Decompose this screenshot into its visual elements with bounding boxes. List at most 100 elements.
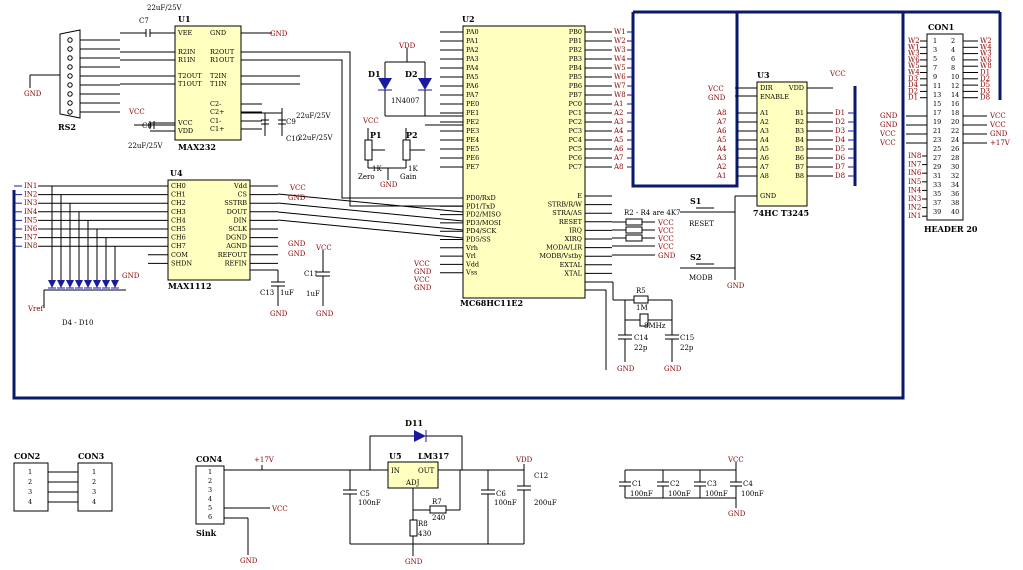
- db9-gnd: GND: [24, 90, 42, 98]
- rpack-gnd: GND: [658, 252, 676, 260]
- s1-name: RESET: [689, 220, 714, 228]
- con3-pin: 1: [92, 468, 96, 476]
- chip-u4: [167, 179, 251, 281]
- decap-label: C4: [743, 480, 753, 488]
- con1-pin: 40: [951, 208, 959, 216]
- con1-net-in: IN6: [908, 169, 922, 177]
- u2-pin-left: Vdd: [465, 260, 479, 268]
- u4-pin-right: REFOUT: [218, 251, 248, 259]
- con1-power-right: VCC: [989, 121, 1006, 129]
- u1-pin-left: VCC: [177, 119, 193, 127]
- r5-value: 1M: [636, 304, 648, 312]
- u2-pin-right: IRQ: [569, 226, 582, 234]
- con1-net-right: D2: [980, 75, 990, 83]
- con1-net-right: D3: [980, 87, 990, 95]
- con1-pin: 19: [933, 118, 941, 126]
- con1-net-in: IN7: [908, 161, 921, 169]
- decap-label: C2: [670, 480, 680, 488]
- u2-pin-left: PD3/MOSI: [466, 219, 501, 227]
- gnd-c15: GND: [664, 365, 682, 373]
- u3-net-a: A6: [716, 127, 727, 135]
- con4-pin: 5: [208, 504, 212, 512]
- u2-pin-left: PE3: [466, 127, 479, 135]
- in-net: IN7: [24, 234, 37, 242]
- con1-pin: 5: [933, 55, 937, 63]
- u3-pin-right: B3: [795, 127, 804, 135]
- u2-pin-left: PD1/TxD: [466, 202, 495, 210]
- con1-ref: CON1: [928, 22, 954, 32]
- con1-pin: 39: [933, 208, 941, 216]
- u3-pin-right: B1: [795, 109, 804, 117]
- r5-label: R5: [636, 287, 646, 295]
- con1-pin: 29: [933, 163, 941, 171]
- c9-label: C9: [286, 118, 296, 126]
- vdd-label-1: VDD: [398, 42, 416, 50]
- resistor-r5: [633, 295, 649, 304]
- con1-pin: 4: [951, 46, 955, 54]
- rpack-vcc: VCC: [657, 235, 674, 243]
- u4-vcc: VCC: [289, 184, 306, 192]
- u2-pin-right: PC6: [569, 154, 582, 162]
- con1-pin: 18: [951, 109, 959, 117]
- c13-label: C13: [260, 289, 274, 297]
- rpack-label: R2 - R4 are 4K7: [624, 209, 681, 217]
- con1-net-right: W2: [980, 37, 992, 45]
- con1-power-left: VCC: [879, 130, 896, 138]
- u2-pin-left: PE1: [466, 109, 479, 117]
- resistor: [625, 218, 643, 226]
- con1-net-left: W5: [908, 62, 920, 70]
- con4-part: Sink: [196, 528, 217, 538]
- u4-pin-left: CH4: [171, 216, 186, 224]
- con1-net-left: W2: [908, 37, 920, 45]
- con1-pin: 16: [951, 100, 959, 108]
- u2-pin-left: PD0/RxD: [466, 194, 496, 202]
- con3-pin: 2: [92, 478, 96, 486]
- u2-net-w: W7: [614, 82, 626, 90]
- u2-pin-right: PC2: [569, 118, 582, 126]
- c14-label: C14: [634, 334, 649, 342]
- u3-pin-left: ENABLE: [760, 93, 789, 101]
- diode: [75, 280, 83, 288]
- u1-pin-left: R2IN: [178, 48, 196, 56]
- r7-value: 240: [432, 514, 445, 522]
- u3-pin-left: A1: [759, 109, 769, 117]
- u3-vcc: VCC: [707, 85, 724, 93]
- con1-power-left: GND: [880, 112, 898, 120]
- u1-vcc: VCC: [128, 108, 145, 116]
- c14-value: 22p: [634, 344, 648, 352]
- con1-part: HEADER 20: [924, 224, 978, 234]
- u2-net-a: A4: [613, 127, 624, 135]
- d11-label: D11: [405, 418, 423, 428]
- u3-net-a: A1: [716, 172, 727, 180]
- con1-pin: 30: [951, 163, 959, 171]
- u1-pin-right: R1OUT: [210, 56, 235, 64]
- diodes-label: D4 - D10: [62, 319, 93, 327]
- v17-con4: +17V: [254, 456, 275, 464]
- con1-net-right: D1: [980, 69, 990, 77]
- u2-pin-right: PB7: [569, 91, 582, 99]
- u3-net-a: A2: [716, 163, 727, 171]
- p1-label: P1: [370, 130, 382, 140]
- u4-gnd3: GND: [288, 250, 306, 258]
- con1-net-right: W4: [980, 43, 992, 51]
- con2-pin: 2: [28, 478, 32, 486]
- c15-value: 22p: [680, 344, 694, 352]
- u2-pin-right: PC7: [569, 163, 582, 171]
- con1-pin: 28: [951, 154, 959, 162]
- u2-pin-right: PC3: [569, 127, 582, 135]
- u2-pin-right: STRA/AS: [552, 209, 582, 217]
- con1-pin: 3: [933, 46, 937, 54]
- resistor: [625, 226, 643, 234]
- u3-net-d: D5: [835, 145, 845, 153]
- vcc-decaps: VCC: [727, 456, 744, 464]
- con1-net-left: W4: [908, 69, 920, 77]
- con1-pin: 2: [951, 37, 955, 45]
- c12-value: 200uF: [534, 499, 557, 507]
- u1-pin-left: T2OUT: [178, 72, 202, 80]
- vcc-con4: VCC: [271, 505, 288, 513]
- u2-pin-right: PB3: [569, 55, 582, 63]
- u2-pin-right: XIRQ: [565, 235, 582, 243]
- in-net: IN3: [24, 199, 37, 207]
- con1-power-left: GND: [880, 121, 898, 129]
- con3-pin: 3: [92, 488, 96, 496]
